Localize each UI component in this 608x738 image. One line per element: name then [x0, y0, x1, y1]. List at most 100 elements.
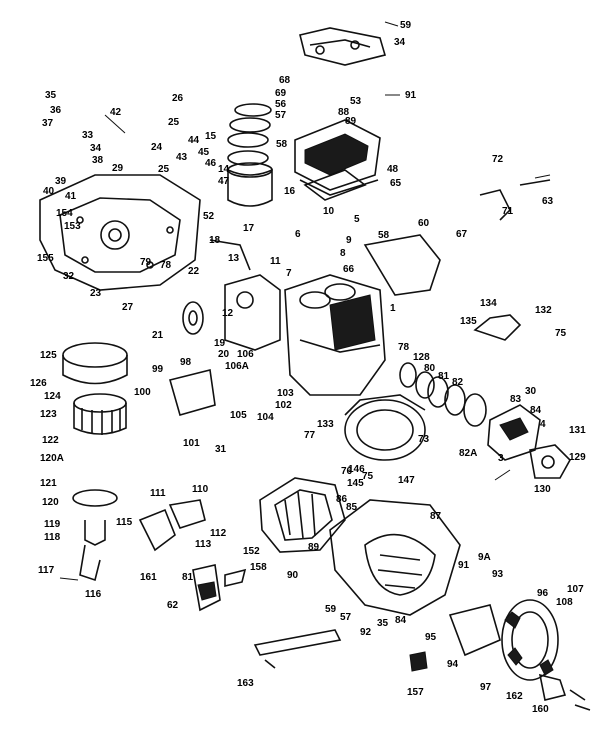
callout-label: 147 [398, 475, 415, 486]
callout-label: 116 [85, 589, 102, 600]
piston-rings [227, 103, 273, 207]
callout-label: 90 [287, 570, 299, 581]
callout-label: 84 [395, 615, 407, 626]
callout-label: 80 [424, 363, 436, 374]
callout-label: 146 [348, 464, 365, 475]
callout-label: 162 [506, 691, 523, 702]
callout-label: 125 [40, 350, 57, 361]
callout-label: 126 [30, 378, 47, 389]
callout-label: 87 [430, 511, 442, 522]
callout-label: 32 [63, 271, 75, 282]
callout-label: 7 [286, 268, 292, 279]
blower-housing [329, 499, 461, 616]
callout-label: 158 [250, 562, 267, 573]
callout-label: 65 [390, 178, 402, 189]
callout-label: 63 [542, 196, 554, 207]
callout-label: 91 [458, 560, 470, 571]
callout-label: 72 [492, 154, 504, 165]
callout-label: 23 [90, 288, 102, 299]
callout-label: 100 [134, 387, 151, 398]
callout-label: 107 [567, 584, 584, 595]
intake-plate [169, 369, 216, 416]
callout-label: 96 [537, 588, 549, 599]
callout-label: 57 [275, 110, 287, 121]
callout-label: 106 [237, 349, 254, 360]
callout-label: 22 [188, 266, 200, 277]
callout-label: 53 [350, 96, 362, 107]
callout-label: 155 [37, 253, 54, 264]
callout-label: 27 [122, 302, 134, 313]
fasteners [59, 21, 551, 581]
callout-label: 118 [44, 532, 61, 543]
callout-label: 13 [228, 253, 240, 264]
callout-label: 24 [151, 142, 163, 153]
callout-label: 163 [237, 678, 254, 689]
callout-label: 59 [325, 604, 337, 615]
callout-label: 112 [210, 528, 227, 539]
callout-label: 106A [225, 361, 249, 372]
callout-label: 46 [205, 158, 217, 169]
callout-label: 25 [158, 164, 170, 175]
callout-label: 161 [140, 572, 157, 583]
callout-label: 57 [340, 612, 352, 623]
callout-label: 97 [480, 682, 492, 693]
callout-label: 43 [176, 152, 188, 163]
callout-label: 34 [394, 37, 406, 48]
callout-label: 95 [425, 632, 437, 643]
fuel-filter [192, 564, 247, 612]
callout-label: 1 [390, 303, 396, 314]
callout-label: 117 [38, 565, 55, 576]
callout-label: 128 [413, 352, 430, 363]
callout-label: 75 [555, 328, 567, 339]
callout-label: 4 [540, 419, 546, 430]
callout-label: 130 [534, 484, 551, 495]
crankshaft [209, 239, 281, 351]
callout-label: 75 [362, 471, 374, 482]
callout-label: 124 [44, 391, 61, 402]
fan-housing [344, 394, 426, 461]
callout-label: 115 [116, 517, 133, 528]
callout-label: 48 [387, 164, 399, 175]
callout-label: 104 [257, 412, 274, 423]
starter-cup [448, 604, 501, 657]
callout-label: 88 [338, 107, 350, 118]
callout-label: 35 [45, 90, 57, 101]
part-drawings [39, 21, 591, 711]
callout-label: 69 [275, 88, 287, 99]
callout-label: 78 [160, 260, 172, 271]
callout-label: 122 [42, 435, 59, 446]
callout-label: 67 [456, 229, 468, 240]
callout-label: 34 [90, 143, 102, 154]
callout-label: 89 [308, 542, 320, 553]
callout-label: 76 [341, 466, 353, 477]
callout-label: 93 [492, 569, 504, 580]
callout-label: 60 [418, 218, 430, 229]
crankcase-cover [39, 174, 201, 291]
callout-label: 10 [323, 206, 335, 217]
callout-label: 3 [498, 453, 504, 464]
callout-label: 35 [377, 618, 389, 629]
callout-label: 59 [400, 20, 412, 31]
callout-label: 113 [195, 539, 212, 550]
callout-label: 62 [167, 600, 179, 611]
callout-label: 120 [42, 497, 59, 508]
callout-label: 119 [44, 519, 61, 530]
callout-label: 101 [183, 438, 200, 449]
callout-label: 47 [218, 176, 230, 187]
callout-label: 14 [218, 164, 230, 175]
callout-label: 145 [347, 478, 364, 489]
callout-label: 45 [198, 147, 210, 158]
callout-label: 89 [345, 116, 357, 127]
callout-label: 8 [340, 248, 346, 259]
callout-label: 12 [222, 308, 234, 319]
callout-label: 85 [346, 502, 358, 513]
callout-label: 77 [304, 430, 316, 441]
callout-label: 11 [270, 256, 281, 267]
callout-label: 40 [43, 186, 55, 197]
callout-label: 37 [42, 118, 54, 129]
callout-label: 105 [230, 410, 247, 421]
air-cleaner [62, 342, 128, 582]
callout-label: 103 [277, 388, 294, 399]
callout-label: 5 [354, 214, 360, 225]
